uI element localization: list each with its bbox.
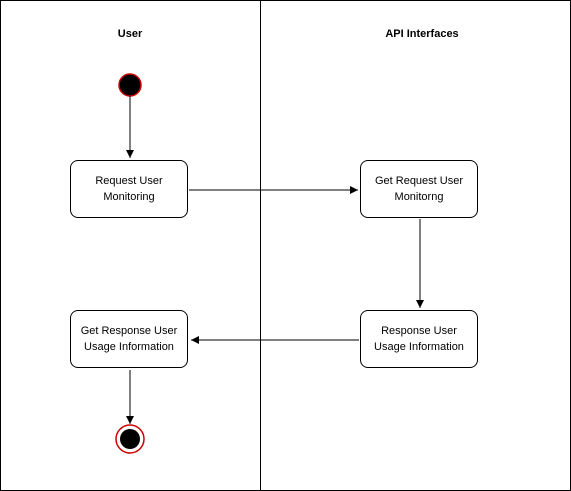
node-get-request-user-monitoring: Get Request User Monitorng xyxy=(360,160,478,218)
node-request-user-monitoring: Request User Monitoring xyxy=(70,160,188,218)
node-label: Get Response User Usage Information xyxy=(80,325,178,353)
node-label: Response User Usage Information xyxy=(374,325,464,353)
node-get-response-user-usage-information: Get Response User Usage Information xyxy=(70,310,188,368)
lane-title-user: User xyxy=(117,28,143,40)
start-node xyxy=(118,73,142,97)
end-node-inner xyxy=(120,429,140,449)
lane-title-api-interfaces: API Interfaces xyxy=(385,28,459,40)
node-label: Request User Monitoring xyxy=(95,175,163,203)
node-label: Get Request User Monitorng xyxy=(374,175,464,203)
swimlane-divider xyxy=(260,0,261,491)
node-response-user-usage-information: Response User Usage Information xyxy=(360,310,478,368)
